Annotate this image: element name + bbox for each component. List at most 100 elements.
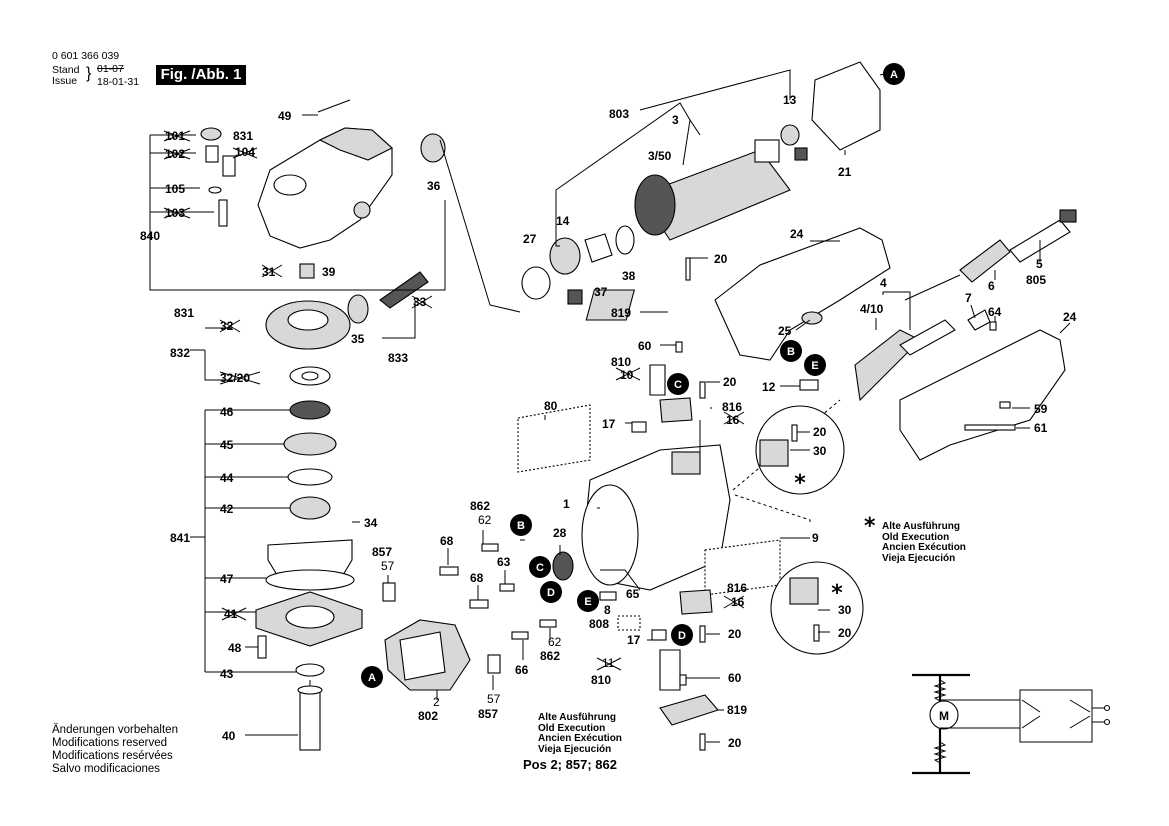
label-16a: 16 <box>726 413 740 427</box>
label-28: 28 <box>553 526 567 540</box>
switch-slide-shape <box>899 319 956 356</box>
bearing-46-shape <box>289 400 331 420</box>
spring-810a-shape <box>649 364 666 396</box>
label-1: 1 <box>563 497 570 511</box>
stand-label: Stand <box>52 64 80 76</box>
bracket-803-13 <box>639 69 791 111</box>
label-833: 833 <box>388 351 408 365</box>
label-39: 39 <box>322 265 336 279</box>
label-803: 803 <box>609 107 629 121</box>
label-36: 36 <box>427 179 441 193</box>
screw-20a-shape <box>685 257 691 281</box>
motor-housing-1-brush-seat-shape <box>671 451 701 475</box>
label-17a: 17 <box>602 417 616 431</box>
label-60a: 60 <box>638 339 652 353</box>
circlip-38-shape <box>615 225 635 255</box>
part-12-shape <box>799 379 819 391</box>
spindle-40-shape <box>299 689 321 751</box>
figure-label: Fig. /Abb. 1 <box>156 65 246 85</box>
schematic-switch-contacts <box>1021 699 1091 729</box>
callout-a-top-text: A <box>890 69 898 81</box>
old-exec-fr: Ancien Exécution <box>538 733 622 744</box>
leader-65 <box>600 569 641 591</box>
sleeve-6-shape <box>959 239 1011 283</box>
bracket-833 <box>382 300 416 339</box>
button-101-shape <box>200 127 222 141</box>
wiring-schematic <box>912 673 1111 775</box>
label-43: 43 <box>220 667 234 681</box>
flange-45-shape <box>283 432 337 456</box>
strike-104 <box>232 147 258 159</box>
label-17b: 17 <box>627 633 641 647</box>
label-831b: 831 <box>174 306 194 320</box>
callout-b-field-text: B <box>517 520 525 532</box>
leader-25 <box>795 319 811 331</box>
label-10a: 10 <box>620 368 634 382</box>
label-810a: 810 <box>611 355 631 369</box>
leader-803-14 <box>555 190 560 247</box>
label-80: 80 <box>544 399 558 413</box>
label-61: 61 <box>1034 421 1048 435</box>
label-8: 8 <box>604 603 611 617</box>
brush-holder-b-shape <box>679 589 713 615</box>
clip-857a-shape <box>382 582 396 602</box>
label-841: 841 <box>170 531 190 545</box>
old-exec-positions: Pos 2; 857; 862 <box>523 757 617 772</box>
callout-e-field-text: E <box>584 596 591 608</box>
commutator-shape <box>754 139 780 163</box>
label-4: 4 <box>880 276 887 290</box>
washer-43-shape <box>295 663 325 677</box>
label-45: 45 <box>220 438 234 452</box>
callout-e-switch-text: E <box>811 360 818 372</box>
label-48: 48 <box>228 641 242 655</box>
detail-b-star: * <box>831 581 843 606</box>
issue-date: 18-01-31 <box>97 76 140 88</box>
label-20f: 20 <box>838 626 852 640</box>
label-6: 6 <box>988 279 995 293</box>
label-31: 31 <box>262 265 276 279</box>
label-41: 41 <box>224 607 238 621</box>
label-20d: 20 <box>728 627 742 641</box>
label-24a: 24 <box>790 227 804 241</box>
label-63: 63 <box>497 555 511 569</box>
bearing-35-shape <box>347 294 369 324</box>
handle-assembly <box>714 209 1077 461</box>
star-note-es: Vieja Ejecución <box>882 552 956 564</box>
schematic-motor-symbol <box>929 700 959 730</box>
label-42: 42 <box>220 502 234 516</box>
label-11: 11 <box>602 656 615 670</box>
label-5: 5 <box>1036 257 1043 271</box>
label-47: 47 <box>220 572 234 586</box>
strikeouts <box>163 130 745 671</box>
label-857b: 857 <box>478 707 498 721</box>
screw-20d-shape <box>699 625 706 643</box>
callout-c-brush-circle <box>667 373 689 395</box>
part-labels: 49 101 102 105 103 831 104 840 31 39 36 … <box>140 93 1077 750</box>
plate-37-shape <box>584 233 613 263</box>
part-number: 0 601 366 039 <box>52 50 120 62</box>
label-24b: 24 <box>1063 310 1077 324</box>
bearing-13-shape <box>780 124 800 146</box>
old-exec-es: Vieja Ejecución <box>538 743 612 755</box>
washer-32-20-hole-shape <box>301 371 319 381</box>
label-808: 808 <box>589 617 609 631</box>
screw-60b-shape <box>679 674 687 686</box>
motor-housing-assembly <box>382 404 781 691</box>
schematic-terminals <box>1092 707 1105 723</box>
label-862b: 862 <box>540 649 560 663</box>
sleeve-65-shape <box>599 591 617 601</box>
label-4-10: 4/10 <box>860 302 884 316</box>
strike-32-20 <box>219 371 261 385</box>
label-34: 34 <box>364 516 378 530</box>
leader-24b <box>1059 322 1071 334</box>
modification-notes: Änderungen vorbehalten Modifications res… <box>52 724 178 776</box>
label-27: 27 <box>523 232 537 246</box>
clamp-7-shape <box>967 309 991 331</box>
label-33: 33 <box>413 295 427 309</box>
label-102: 102 <box>165 147 185 161</box>
spring-102-shape <box>205 145 219 163</box>
star-note-en: Old Execution <box>882 531 950 543</box>
label-20e: 20 <box>728 736 742 750</box>
label-840: 840 <box>140 229 160 243</box>
